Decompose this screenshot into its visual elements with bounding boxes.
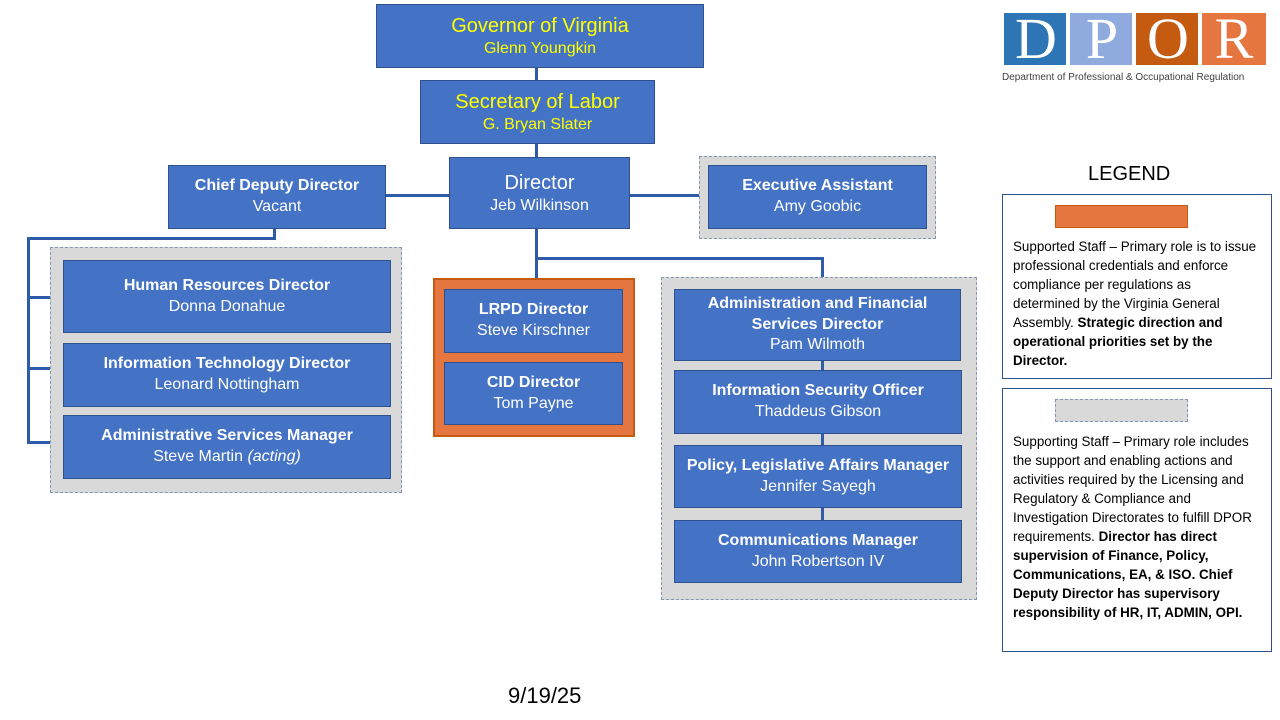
connector-left-it: [27, 367, 63, 370]
logo-letter-r: R: [1214, 6, 1254, 71]
connector-chief-left: [27, 237, 276, 240]
communications-box: Communications Manager John Robertson IV: [674, 520, 962, 583]
admin-services-name: Steve Martin: [153, 448, 243, 465]
communications-title: Communications Manager: [717, 531, 919, 549]
it-director-box: Information Technology Director Leonard …: [63, 343, 391, 407]
legend-supported-swatch: [1055, 205, 1188, 228]
connector-right-drop: [821, 257, 824, 290]
legend-supporting-desc: Supporting Staff – Primary role includes…: [1013, 434, 1252, 544]
legend-supporting-text: Supporting Staff – Primary role includes…: [1013, 432, 1261, 622]
connector-right-stack: [821, 359, 824, 521]
date-label: 9/19/25: [508, 683, 582, 708]
secretary-box: Secretary of Labor G. Bryan Slater: [420, 80, 655, 144]
exec-assistant-box: Executive Assistant Amy Goobic: [708, 165, 927, 229]
exec-assistant-title: Executive Assistant: [742, 177, 893, 195]
it-director-title: Information Technology Director: [103, 355, 351, 373]
admin-finance-box: Administration and Financial Services Di…: [674, 289, 961, 361]
policy-name: Jennifer Sayegh: [760, 477, 876, 495]
hr-director-box: Human Resources Director Donna Donahue: [63, 260, 391, 333]
secretary-title: Secretary of Labor: [455, 90, 620, 113]
admin-services-name-line: Steve Martin (acting): [153, 447, 301, 468]
admin-services-acting: (acting): [247, 448, 301, 465]
connector-chief-down: [273, 228, 276, 240]
chief-deputy-title: Chief Deputy Director: [194, 177, 360, 195]
cid-director-title: CID Director: [486, 373, 581, 391]
director-name: Jeb Wilkinson: [490, 196, 589, 214]
logo-block-p: [1070, 13, 1132, 65]
cid-director-name: Tom Payne: [493, 394, 574, 412]
logo-letter-d: D: [1015, 6, 1057, 71]
legend-supported-bold: Strategic direction and operational prio…: [1013, 315, 1223, 368]
connector-director-chief: [385, 194, 450, 197]
policy-box: Policy, Legislative Affairs Manager Jenn…: [674, 445, 962, 508]
hr-director-name: Donna Donahue: [168, 297, 286, 315]
cid-director-box: CID Director Tom Payne: [444, 362, 623, 425]
legend-supporting-box: Supporting Staff – Primary role includes…: [1002, 388, 1272, 652]
legend-supporting-swatch: [1055, 399, 1188, 422]
it-director-name: Leonard Nottingham: [154, 376, 300, 393]
dpor-logo: Department of Professional & Occupationa…: [1000, 8, 1272, 90]
legend-title: LEGEND: [1088, 163, 1171, 185]
admin-finance-name: Pam Wilmoth: [769, 336, 866, 354]
connector-director-down: [535, 228, 538, 278]
policy-title: Policy, Legislative Affairs Manager: [686, 456, 950, 474]
communications-name: John Robertson IV: [751, 552, 885, 570]
connector-director-ea: [629, 194, 709, 197]
connector-left-hr: [27, 296, 63, 299]
governor-title: Governor of Virginia: [451, 14, 629, 37]
director-box: Director Jeb Wilkinson: [449, 157, 630, 229]
connector-right-branch: [535, 257, 824, 260]
logo-letter-p: P: [1085, 6, 1119, 71]
admin-services-title: Administrative Services Manager: [101, 427, 353, 445]
logo-subtitle: Department of Professional & Occupationa…: [1002, 72, 1245, 83]
chief-deputy-box: Chief Deputy Director Vacant: [168, 165, 386, 229]
director-title: Director: [504, 171, 575, 194]
exec-assistant-name: Amy Goobic: [773, 198, 862, 215]
iso-title: Information Security Officer: [712, 382, 924, 400]
admin-finance-title-2: Services Director: [751, 315, 884, 333]
secretary-name: G. Bryan Slater: [482, 115, 593, 133]
connector-gov-sec: [535, 67, 538, 81]
hr-director-title: Human Resources Director: [123, 276, 331, 294]
lrpd-director-box: LRPD Director Steve Kirschner: [444, 289, 623, 353]
legend-supported-desc: Supported Staff – Primary role is to iss…: [1013, 239, 1257, 330]
logo-block-r: [1202, 13, 1266, 65]
logo-letter-o: O: [1147, 6, 1189, 71]
admin-finance-title-1: Administration and Financial: [707, 294, 928, 312]
lrpd-director-name: Steve Kirschner: [477, 322, 590, 339]
legend-supporting-bold: Director has direct supervision of Finan…: [1013, 529, 1243, 620]
lrpd-director-title: LRPD Director: [478, 301, 589, 319]
connector-left-vertical: [27, 237, 30, 443]
iso-name: Thaddeus Gibson: [754, 403, 882, 420]
legend-supported-text: Supported Staff – Primary role is to iss…: [1013, 237, 1261, 370]
iso-box: Information Security Officer Thaddeus Gi…: [674, 370, 962, 434]
chief-deputy-name: Vacant: [252, 198, 302, 215]
admin-services-box: Administrative Services Manager Steve Ma…: [63, 415, 391, 479]
governor-name: Glenn Youngkin: [483, 39, 597, 57]
connector-sec-director: [535, 143, 538, 158]
logo-block-d: [1004, 13, 1066, 65]
logo-block-o: [1136, 13, 1198, 65]
governor-box: Governor of Virginia Glenn Youngkin: [376, 4, 704, 68]
legend-supported-box: Supported Staff – Primary role is to iss…: [1002, 194, 1272, 379]
connector-left-admin: [27, 441, 63, 444]
